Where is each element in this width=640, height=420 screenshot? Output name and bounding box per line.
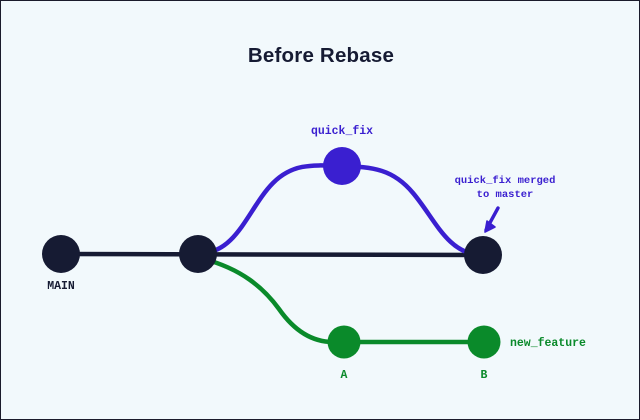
commit-node-feature-b[interactable] [467,325,501,359]
edge-new-feature-curve [201,256,336,345]
label-new-feature-branch: new_feature [510,337,586,350]
annotation-arrow-icon [484,206,500,233]
label-commit-b: B [481,369,488,382]
edge-main-trunk [58,251,486,258]
commit-node-feature-a[interactable] [327,325,361,359]
label-commit-a: A [341,369,348,382]
page-title: Before Rebase [248,44,394,67]
commit-node-main-fork[interactable] [179,235,217,273]
commit-node-main-root[interactable] [42,235,80,273]
label-quick-fix-branch: quick_fix [311,125,373,138]
annotation-merge-line2: to master [477,189,534,201]
label-main-branch: MAIN [47,280,75,293]
annotation-merge-line1: quick_fix merged [455,175,556,187]
commit-node-quick-fix[interactable] [323,147,361,185]
commit-node-main-merge[interactable] [464,236,502,274]
